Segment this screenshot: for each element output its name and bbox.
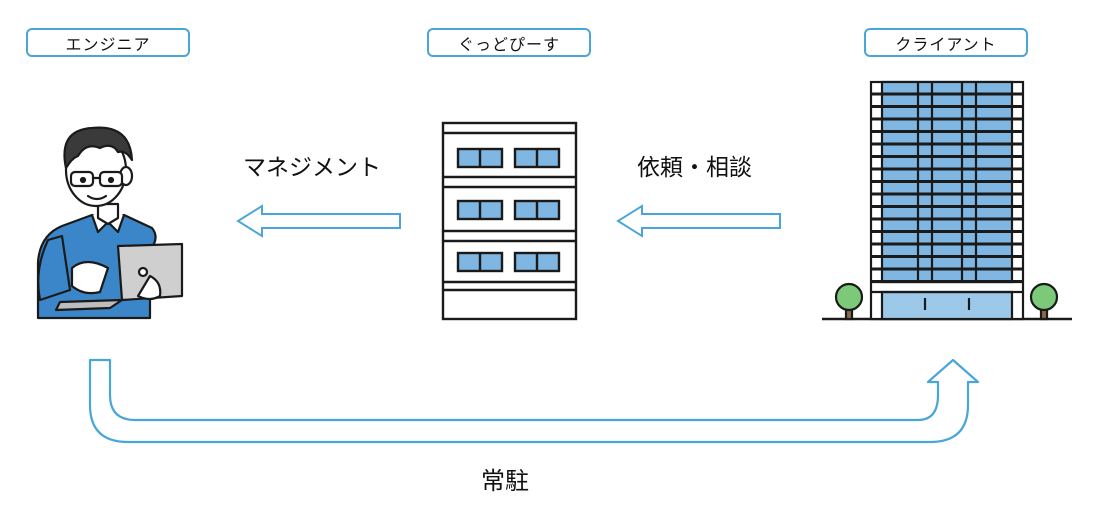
small-office-building-icon xyxy=(441,121,578,321)
client-tag-label: クライアント xyxy=(895,34,997,54)
engineer-tag-label: エンジニア xyxy=(65,34,151,54)
resident-arrow xyxy=(88,358,980,444)
resident-label: 常駐 xyxy=(481,467,529,495)
engineer-with-laptop-icon xyxy=(36,126,184,320)
high-rise-office-building-icon xyxy=(822,80,1072,321)
request-arrow xyxy=(616,204,781,238)
company-tag: ぐっどぴーす xyxy=(427,28,591,57)
request-label: 依頼・相談 xyxy=(637,155,752,181)
management-arrow xyxy=(236,204,401,238)
company-tag-label: ぐっどぴーす xyxy=(457,34,560,54)
client-tag: クライアント xyxy=(864,28,1028,57)
engineer-tag: エンジニア xyxy=(26,28,190,57)
management-label: マネジメント xyxy=(243,155,381,181)
